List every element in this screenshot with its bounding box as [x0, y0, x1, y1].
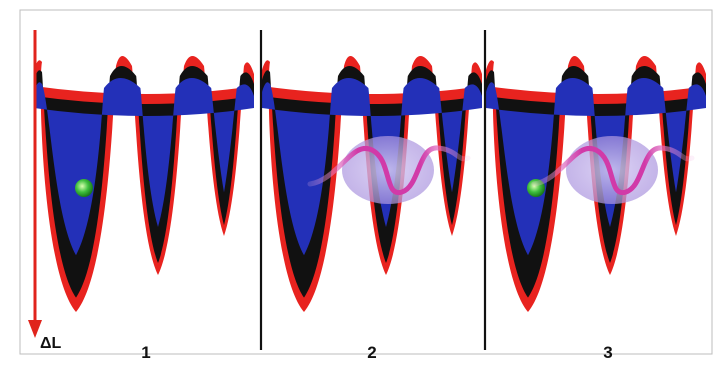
axis-arrowhead	[28, 320, 42, 338]
panels	[34, 56, 706, 312]
axis-label: ΔL	[40, 335, 62, 352]
panel-label-1: 1	[141, 343, 150, 362]
panel-1	[34, 56, 254, 312]
particle	[75, 179, 93, 197]
figure-frame	[19, 9, 713, 355]
well-inner-band	[262, 78, 482, 256]
well-inner-band	[34, 78, 254, 256]
panel-label-3: 3	[603, 343, 612, 362]
panel-2	[262, 56, 482, 312]
panel-label-2: 2	[367, 343, 376, 362]
well-inner-band	[486, 78, 706, 256]
wave-packet	[531, 145, 695, 195]
wave-packet	[307, 145, 471, 195]
delta-l-axis: ΔL	[28, 30, 62, 352]
panel-3	[486, 56, 706, 312]
